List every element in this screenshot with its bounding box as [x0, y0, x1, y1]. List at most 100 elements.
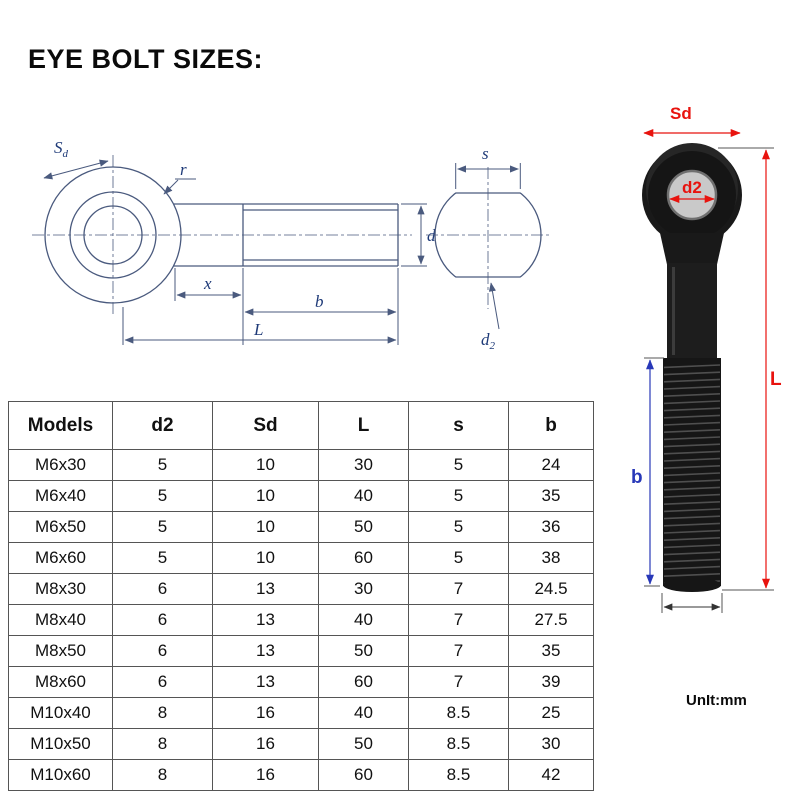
table-cell: 5 [112, 480, 213, 512]
dim-label-s: s [482, 144, 489, 163]
table-cell: 6 [112, 573, 213, 605]
table-cell: 50 [318, 728, 409, 760]
table-cell: 30 [508, 728, 594, 760]
column-header-sd: Sd [212, 401, 319, 450]
table-cell: 16 [212, 697, 319, 729]
column-header-models: Models [8, 401, 113, 450]
dim-label-d: d [427, 226, 436, 245]
dim-label-L: L [253, 320, 263, 339]
bolt-highlight [672, 267, 675, 355]
table-cell: 13 [212, 573, 319, 605]
table-cell: 24 [508, 449, 594, 481]
table-cell: 13 [212, 635, 319, 667]
table-cell: 60 [318, 542, 409, 574]
table-cell: M8x60 [8, 666, 113, 698]
table-cell: M8x40 [8, 604, 113, 636]
photo-dimensions: Sd d2 L b [631, 104, 782, 613]
table-cell: 5 [408, 449, 509, 481]
side-view-outline [32, 155, 412, 317]
dim-label-b: b [315, 292, 324, 311]
table-cell: M10x40 [8, 697, 113, 729]
photo-dim-label-L: L [770, 369, 782, 390]
table-cell: 10 [212, 542, 319, 574]
table-cell: 5 [112, 542, 213, 574]
table-cell: 38 [508, 542, 594, 574]
table-cell: 6 [112, 666, 213, 698]
table-cell: 30 [318, 449, 409, 481]
column-header-l: L [318, 401, 409, 450]
eye-bolt-image [642, 143, 742, 592]
eye-bolt-technical-drawing: Sd r d x b L s [32, 138, 554, 352]
table-cell: 8 [112, 728, 213, 760]
table-cell: M10x60 [8, 759, 113, 791]
table-cell: 60 [318, 759, 409, 791]
table-cell: M10x50 [8, 728, 113, 760]
dim-label-Sd: Sd [54, 138, 69, 160]
table-cell: M6x40 [8, 480, 113, 512]
table-cell: M8x30 [8, 573, 113, 605]
table-cell: 16 [212, 728, 319, 760]
table-cell: 5 [112, 449, 213, 481]
table-cell: 35 [508, 635, 594, 667]
dim-label-r: r [180, 160, 187, 179]
table-cell: 13 [212, 666, 319, 698]
table-cell: M6x30 [8, 449, 113, 481]
table-cell: 25 [508, 697, 594, 729]
photo-dim-label-Sd: Sd [670, 104, 692, 123]
table-cell: 5 [112, 511, 213, 543]
table-cell: 10 [212, 511, 319, 543]
bolt-shank-plain [667, 263, 717, 361]
column-header-b: b [508, 401, 594, 450]
table-cell: 8 [112, 759, 213, 791]
dim-label-d2: d2 [481, 330, 496, 352]
photo-dim-label-d2: d2 [682, 178, 702, 197]
dim-label-x: x [203, 274, 212, 293]
table-cell: 60 [318, 666, 409, 698]
table-cell: 13 [212, 604, 319, 636]
end-view-dimensions: s d2 [455, 144, 521, 352]
end-view-outline [422, 167, 554, 309]
table-cell: 35 [508, 480, 594, 512]
page-title: EYE BOLT SIZES: [28, 44, 264, 74]
table-cell: 24.5 [508, 573, 594, 605]
table-cell: 8.5 [408, 728, 509, 760]
table-cell: 50 [318, 511, 409, 543]
photo-dim-label-b: b [631, 467, 643, 488]
thread-lines [663, 364, 721, 585]
table-cell: 7 [408, 604, 509, 636]
table-cell: 10 [212, 480, 319, 512]
table-cell: 50 [318, 635, 409, 667]
table-cell: M6x50 [8, 511, 113, 543]
table-cell: 40 [318, 697, 409, 729]
table-cell: 40 [318, 604, 409, 636]
eye-bolt-photo: Sd d2 L b [631, 104, 782, 613]
table-cell: 8.5 [408, 759, 509, 791]
table-cell: 30 [318, 573, 409, 605]
table-cell: 6 [112, 604, 213, 636]
table-cell: 7 [408, 573, 509, 605]
column-header-d2: d2 [112, 401, 213, 450]
table-cell: 42 [508, 759, 594, 791]
table-cell: 10 [212, 449, 319, 481]
table-cell: 16 [212, 759, 319, 791]
table-cell: M6x60 [8, 542, 113, 574]
table-cell: 40 [318, 480, 409, 512]
side-view-dimensions: Sd r d x b L [43, 138, 436, 345]
table-cell: 7 [408, 666, 509, 698]
table-cell: 7 [408, 635, 509, 667]
unit-label: UnIt:mm [686, 692, 747, 709]
column-header-s: s [408, 401, 509, 450]
